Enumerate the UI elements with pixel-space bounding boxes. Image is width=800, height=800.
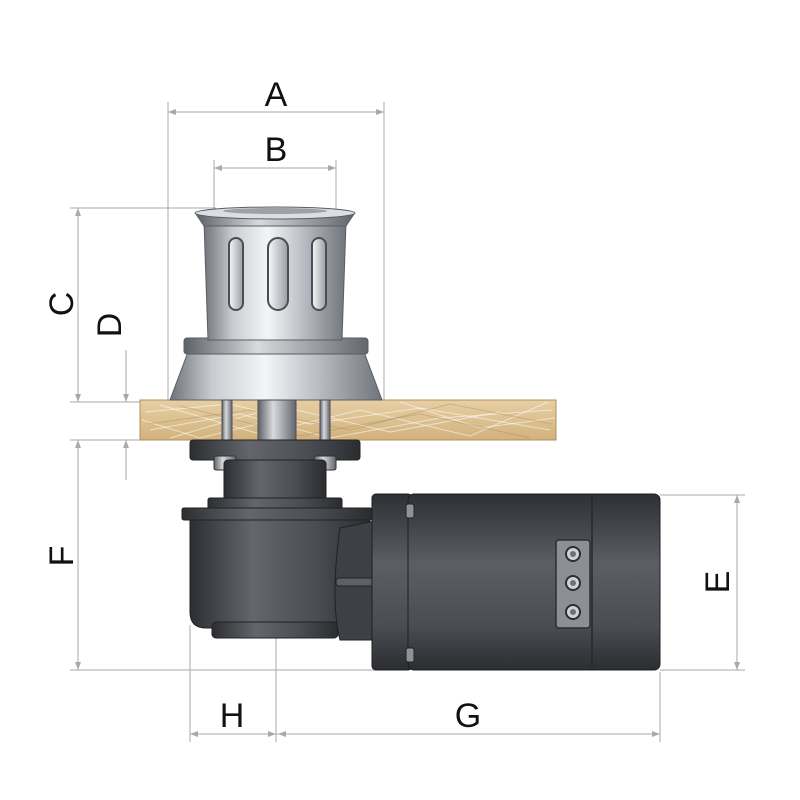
label-f: F — [43, 546, 81, 567]
terminal-block — [555, 539, 591, 629]
label-e: E — [699, 571, 737, 594]
gearbox — [181, 439, 381, 641]
label-a: A — [265, 76, 288, 114]
label-b: B — [265, 131, 288, 169]
label-d: D — [91, 313, 129, 338]
electric-motor — [371, 493, 661, 671]
capstan-drum — [169, 206, 383, 401]
label-c: C — [43, 292, 81, 317]
dimension-labels: A B C D F E H G — [43, 76, 737, 735]
deck-plank — [139, 399, 557, 441]
label-h: H — [220, 697, 245, 735]
label-g: G — [455, 697, 481, 735]
dimension-lines — [70, 102, 745, 742]
deck-studs — [221, 399, 331, 461]
